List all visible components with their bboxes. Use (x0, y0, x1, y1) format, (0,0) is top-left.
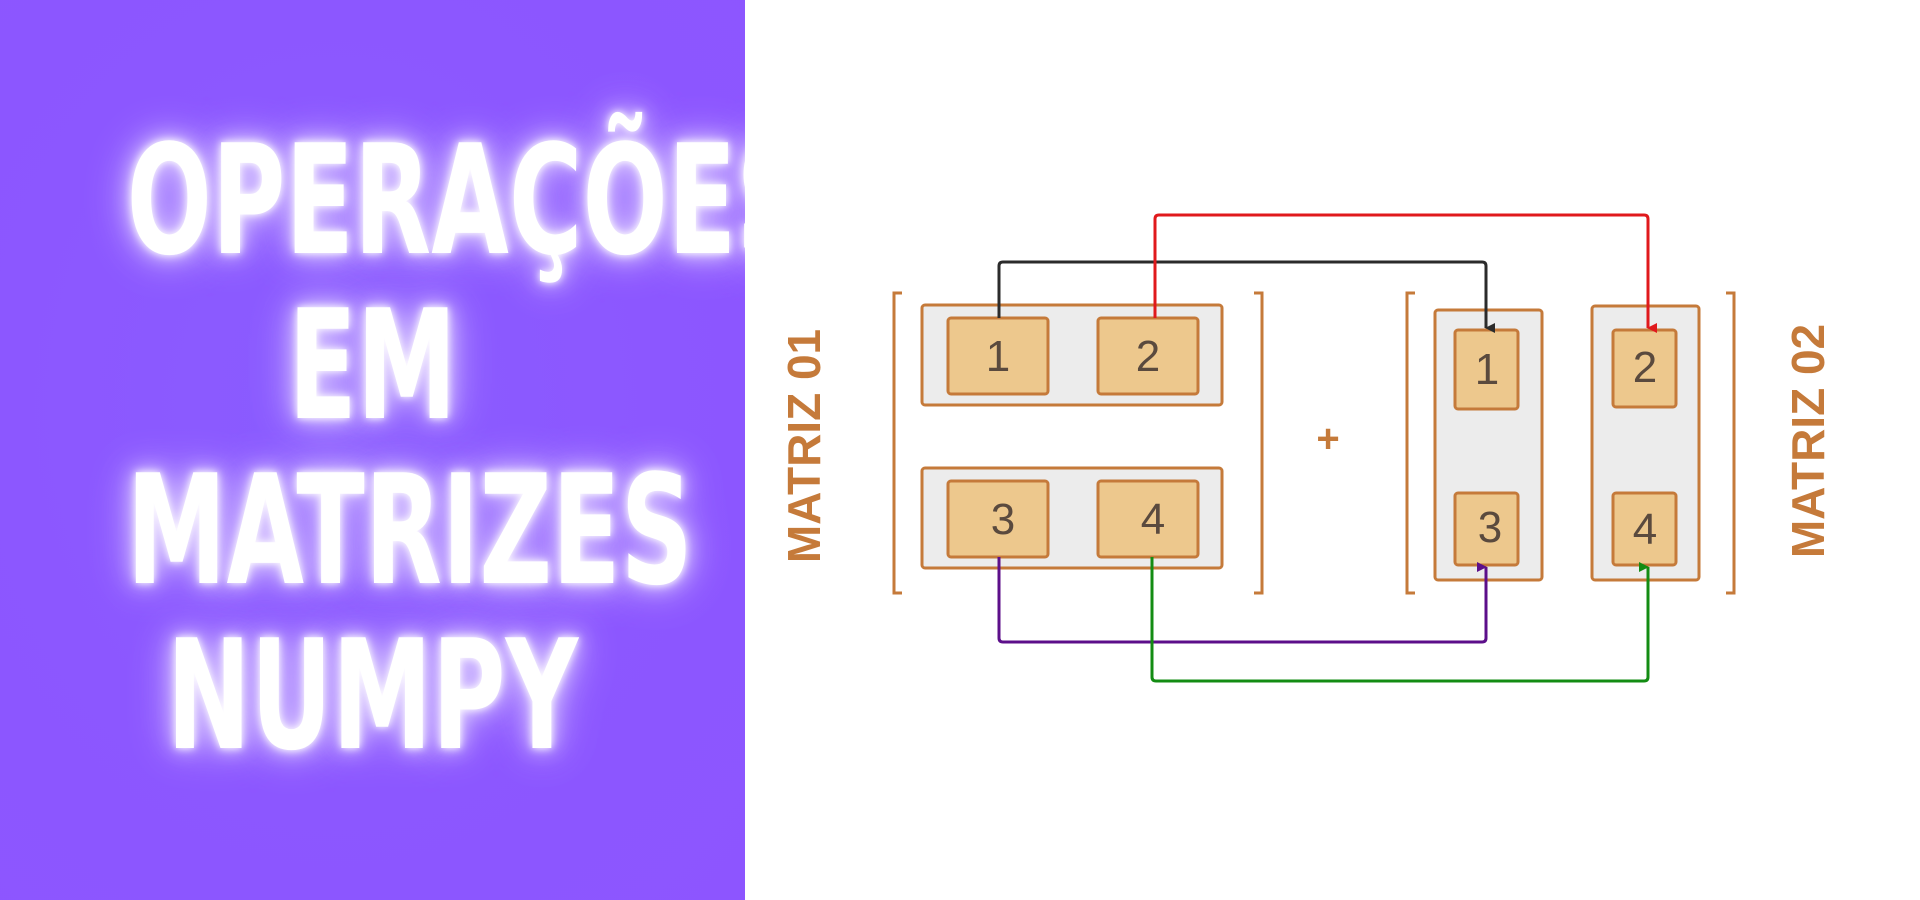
matrix-01-cell-4: 4 (1096, 479, 1200, 559)
title-line-1: OPERAÇÕES (126, 112, 745, 289)
matrix-01-cell-3: 3 (946, 479, 1050, 559)
matrix-01-cell-2: 2 (1096, 316, 1200, 396)
plus-operator: + (1316, 417, 1339, 461)
matrix-diagram: MATRIZ 01 1 2 3 4 + (745, 0, 1920, 900)
matrix-02-cell-4: 4 (1611, 491, 1678, 567)
matrix-02-right-bracket (1726, 291, 1736, 595)
matrix-02-cell-4-value: 4 (1633, 505, 1657, 554)
title-line-4: NUMPY (166, 607, 579, 784)
diagram-canvas: MATRIZ 01 1 2 3 4 + (778, 213, 1834, 683)
matrix-02-cell-2: 2 (1611, 328, 1678, 409)
matrix-01-cell-1: 1 (946, 316, 1050, 396)
matrix-01-cell-4-value: 4 (1141, 495, 1165, 544)
matrix-02-cell-3-value: 3 (1478, 503, 1502, 552)
matrix-01-cell-1-value: 1 (986, 332, 1010, 381)
matrix-02-cell-1-value: 1 (1475, 345, 1499, 394)
connector-arrow-3-to-3 (997, 557, 1488, 644)
matrix-01-left-bracket (892, 291, 902, 595)
matrix-02-cell-3: 3 (1453, 491, 1520, 567)
matrix-02-label: MATRIZ 02 (1782, 324, 1834, 558)
matrix-01-right-bracket (1254, 291, 1264, 595)
connector-arrow-2-to-2 (1153, 213, 1657, 333)
title-line-2: EM (288, 277, 457, 454)
page-title: OPERAÇÕES EM MATRIZES NUMPY (0, 118, 745, 778)
matrix-02-cell-2-value: 2 (1633, 343, 1657, 392)
matrix-01-label: MATRIZ 01 (778, 329, 830, 563)
matrix-02-cell-1: 1 (1453, 328, 1520, 411)
matrix-02-left-bracket (1405, 291, 1415, 595)
connector-arrow-1-to-1 (997, 260, 1495, 333)
connector-arrow-4-to-4 (1150, 557, 1650, 683)
title-line-3: MATRIZES (126, 442, 693, 619)
matrix-01-cell-2-value: 2 (1136, 332, 1160, 381)
matrix-01-cell-3-value: 3 (991, 495, 1015, 544)
title-panel: OPERAÇÕES EM MATRIZES NUMPY (0, 0, 745, 900)
